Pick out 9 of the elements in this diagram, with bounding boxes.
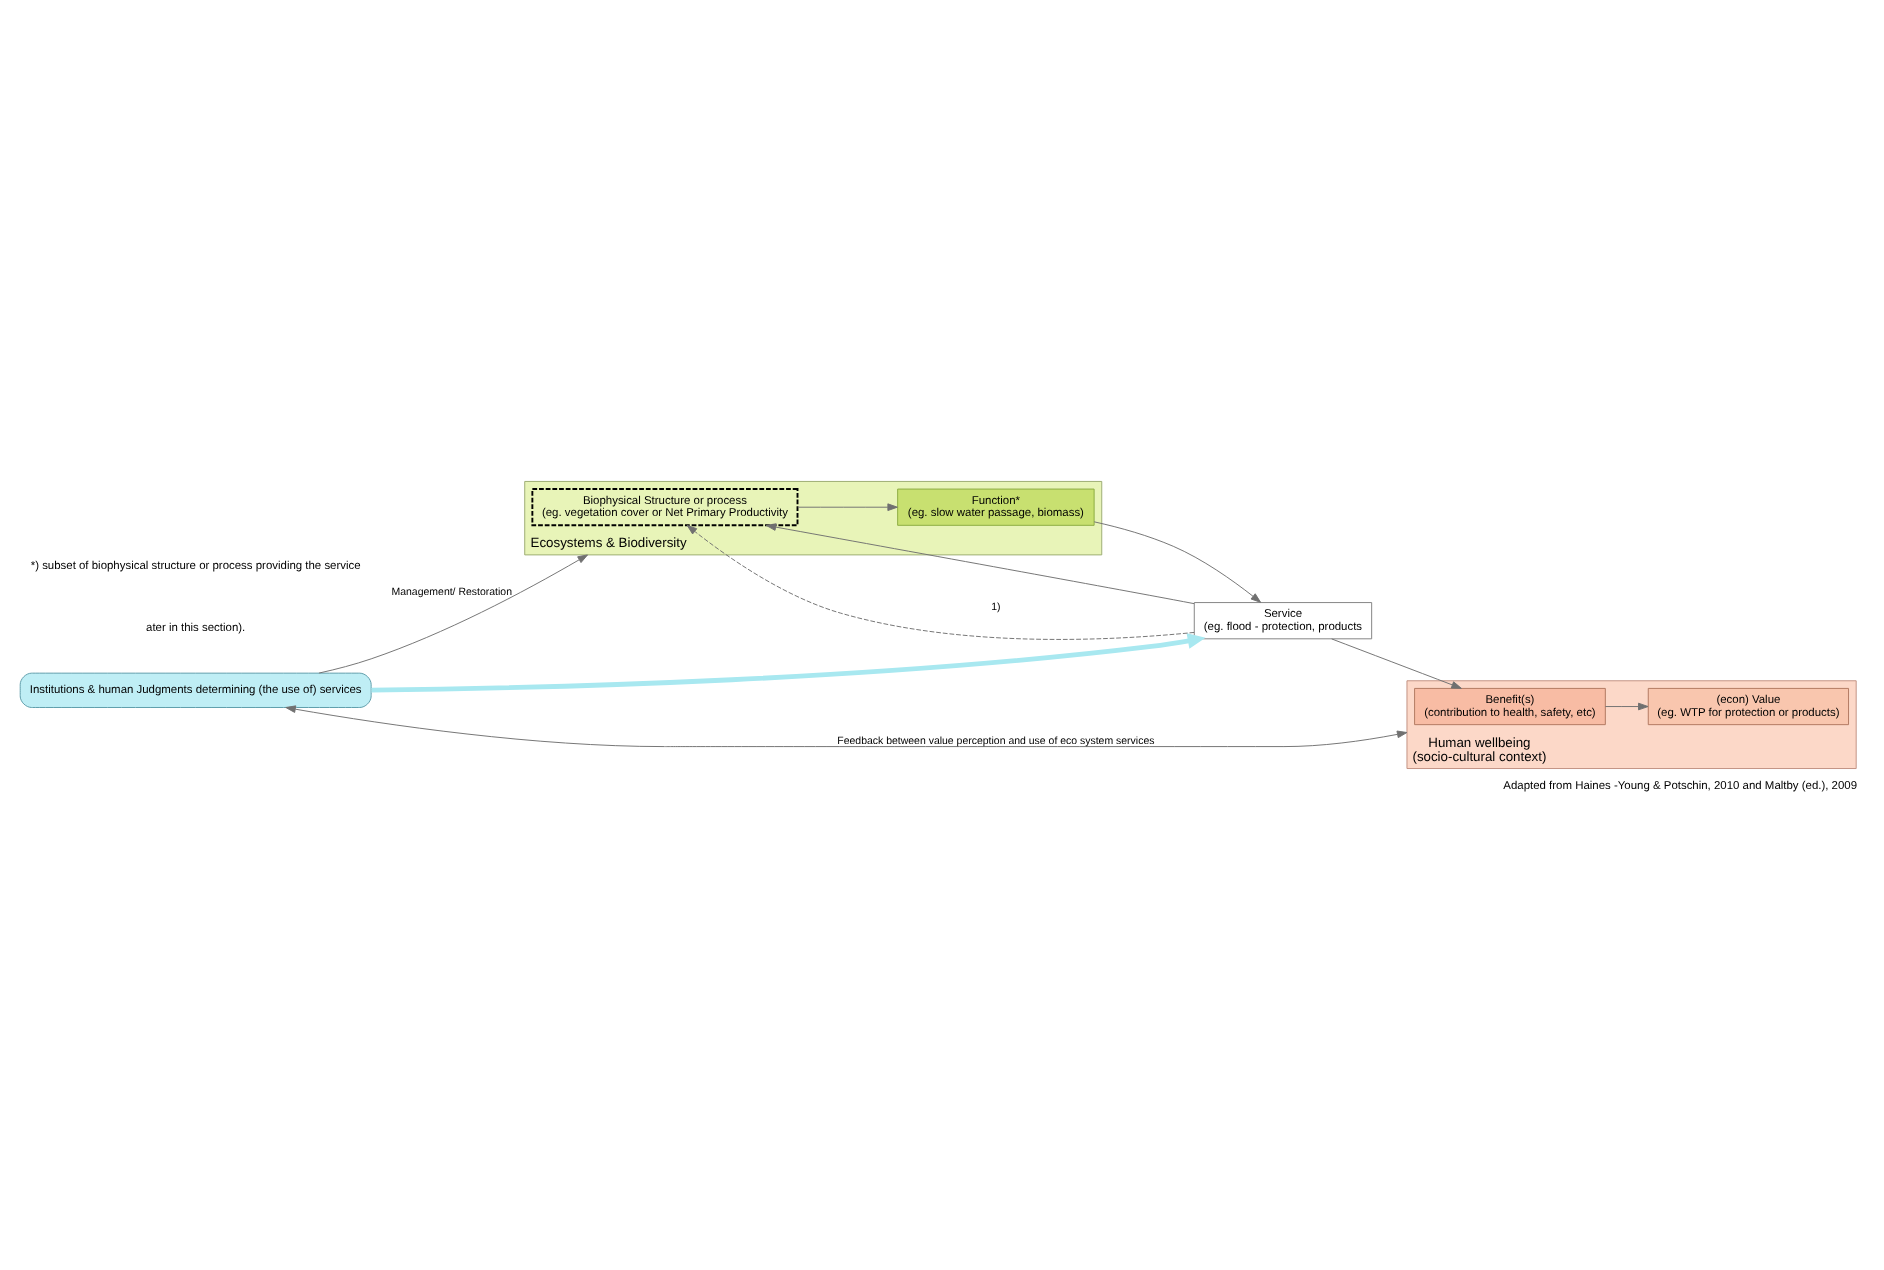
arrow [797,503,898,511]
arrow [371,633,1206,693]
arrow [765,523,1195,605]
arrow [686,524,1195,640]
arrow [1604,702,1649,711]
arrow [318,554,589,674]
arrow [285,705,1408,748]
arrow [1331,638,1462,689]
arrow [1093,521,1262,603]
